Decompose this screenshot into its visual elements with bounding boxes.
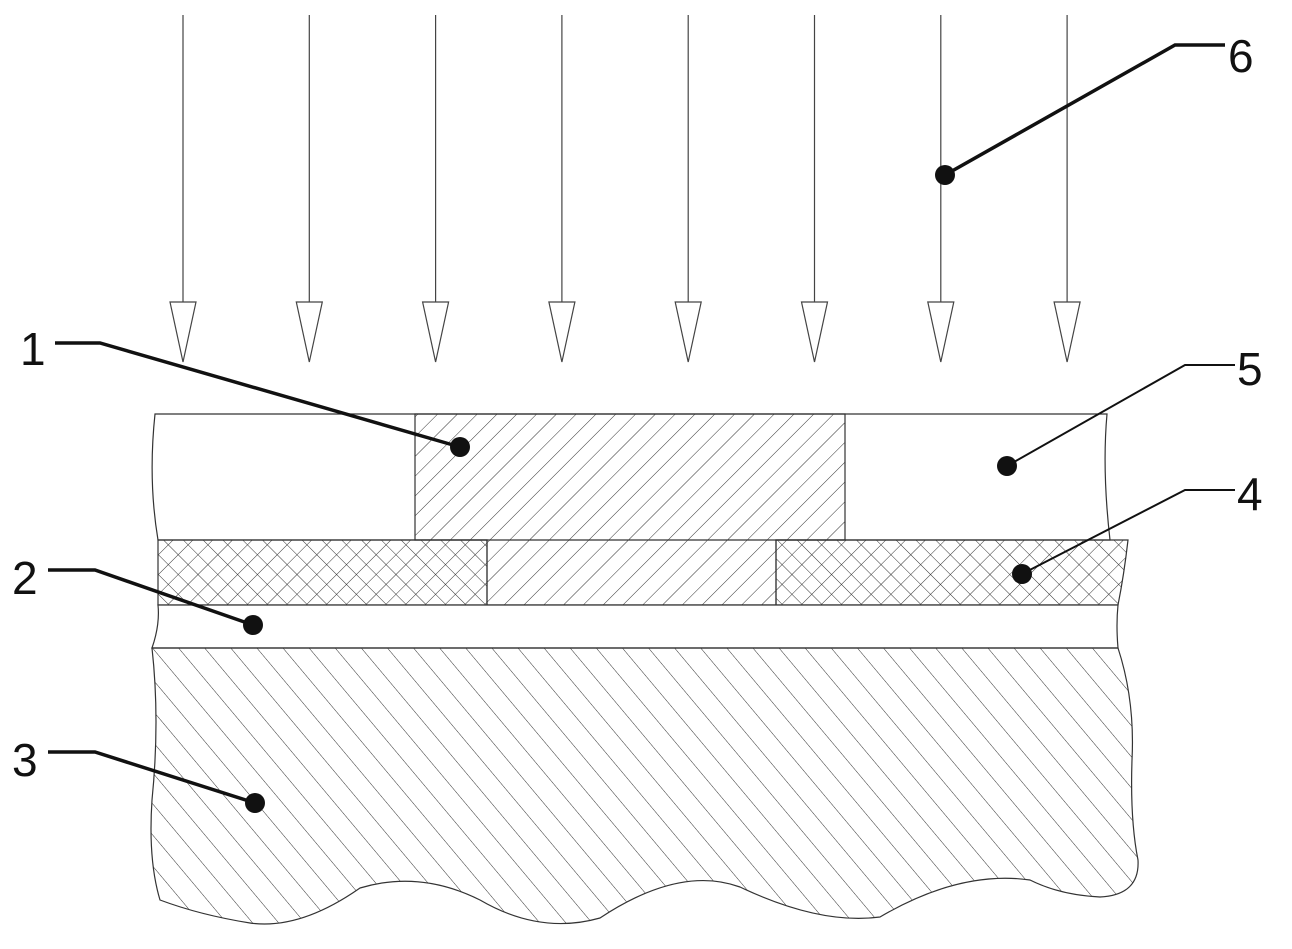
leader-5: 5 [997, 343, 1263, 476]
leader-2: 2 [12, 552, 263, 635]
label-6: 6 [1228, 30, 1254, 82]
arrow [548, 15, 576, 363]
label-5: 5 [1237, 343, 1263, 395]
leader-1: 1 [20, 323, 470, 457]
arrowhead-icon [674, 301, 702, 363]
arrowhead-icon [548, 301, 576, 363]
layer-4-right [775, 539, 1129, 606]
arrowhead-icon [800, 301, 829, 363]
layer-2 [151, 604, 1119, 649]
radiation-arrows [169, 15, 1081, 363]
label-3: 3 [12, 734, 38, 786]
layer-4-left [157, 539, 488, 606]
arrow [800, 15, 829, 363]
arrow [421, 15, 450, 363]
arrowhead-icon [169, 301, 197, 363]
leader-4: 4 [1012, 468, 1263, 584]
arrowhead-icon [1053, 301, 1081, 363]
arrow [674, 15, 702, 363]
leader-6: 6 [935, 30, 1254, 185]
arrowhead-icon [927, 301, 955, 363]
arrow [295, 15, 324, 363]
leader-3: 3 [12, 734, 265, 813]
arrow [1053, 15, 1081, 363]
label-1: 1 [20, 323, 46, 375]
label-2: 2 [12, 552, 38, 604]
label-4: 4 [1237, 468, 1263, 520]
arrowhead-icon [421, 301, 450, 363]
layer-3 [150, 647, 1139, 925]
arrow [927, 15, 955, 363]
arrow [169, 15, 197, 363]
arrowhead-icon [295, 301, 324, 363]
